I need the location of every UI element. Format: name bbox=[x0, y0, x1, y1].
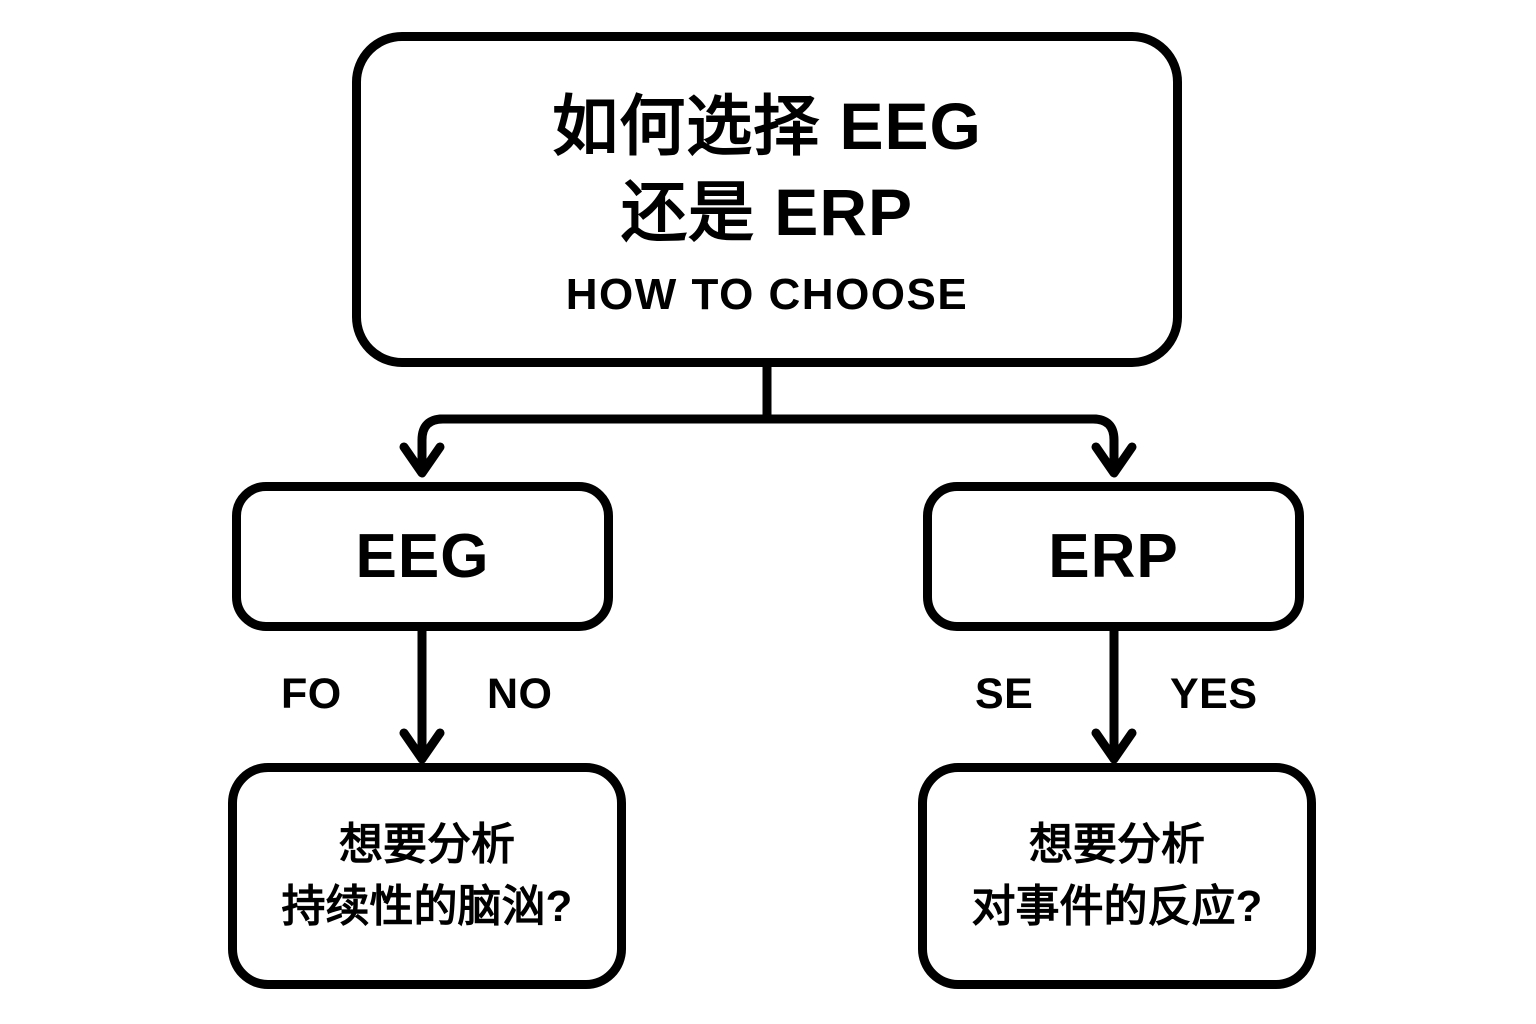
question-node-eeg: 想要分析 持续性的脑汹? bbox=[228, 763, 626, 989]
branch-node-eeg: EEG bbox=[232, 482, 613, 631]
edge-label-eeg-left: FO bbox=[281, 670, 342, 718]
edge-label-erp-right: YES bbox=[1170, 670, 1258, 718]
branch-node-erp-label: ERP bbox=[1048, 521, 1179, 591]
question-node-erp-line-2: 对事件的反应? bbox=[971, 882, 1263, 931]
title-line-2: 还是 ERP bbox=[620, 174, 914, 249]
connector-title-split bbox=[435, 362, 1101, 424]
edge-label-erp-left: SE bbox=[975, 670, 1034, 718]
arrowhead-eeg-question bbox=[399, 728, 445, 764]
branch-node-erp: ERP bbox=[923, 482, 1304, 631]
branch-node-eeg-label: EEG bbox=[355, 521, 490, 591]
question-node-eeg-line-2: 持续性的脑汹? bbox=[281, 882, 573, 931]
question-node-eeg-line-1: 想要分析 bbox=[339, 820, 515, 869]
arrowhead-to-eeg bbox=[399, 442, 445, 478]
question-node-erp-line-1: 想要分析 bbox=[1029, 820, 1205, 869]
arrowhead-to-erp bbox=[1091, 442, 1137, 478]
edge-label-eeg-right: NO bbox=[487, 670, 553, 718]
title-node: 如何选择 EEG 还是 ERP HOW TO CHOOSE bbox=[352, 32, 1182, 367]
title-line-1: 如何选择 EEG bbox=[552, 88, 982, 163]
title-subtitle: HOW TO CHOOSE bbox=[565, 269, 969, 319]
connector-title-split-rounded bbox=[417, 414, 1119, 468]
question-node-erp: 想要分析 对事件的反应? bbox=[918, 763, 1316, 989]
arrowhead-erp-question bbox=[1091, 728, 1137, 764]
